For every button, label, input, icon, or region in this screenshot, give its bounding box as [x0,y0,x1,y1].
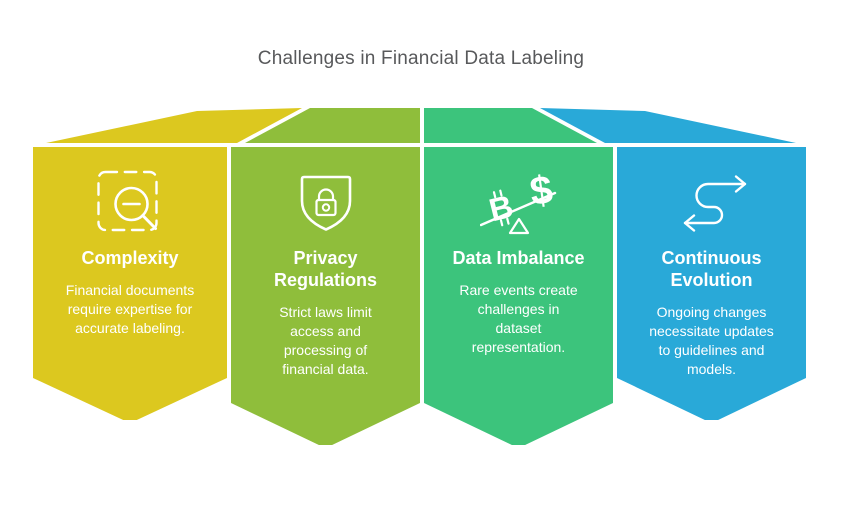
currency-seesaw-icon: B $ [479,167,558,239]
card-title-privacy-regulations: Privacy Regulations [273,248,377,290]
ribbon-fold-complexity [46,108,302,143]
card-complexity: Complexity Financial documents require e… [33,147,227,420]
card-description-privacy-regulations: Strict laws limit access and processing … [279,304,372,377]
card-data-imbalance: B $ Data Imbalance Rare events create ch… [424,147,613,445]
card-description-data-imbalance: Rare events create challenges in dataset… [459,282,578,355]
ribbon-fold-imbalance [424,108,597,143]
card-title-continuous-evolution: Continuous Evolution [661,248,762,290]
ribbon-fold-band [46,108,796,143]
card-privacy-regulations: Privacy Regulations Strict laws limit ac… [231,147,420,445]
page-title: Challenges in Financial Data Labeling [257,48,585,69]
card-title-complexity: Complexity [81,248,179,268]
card-title-data-imbalance: Data Imbalance [452,248,585,268]
ribbon-fold-evolution [540,108,796,143]
shield-lock-icon [295,167,357,239]
card-continuous-evolution: Continuous Evolution Ongoing changes nec… [617,147,806,420]
ribbon-fold-privacy [245,108,420,143]
dollar-symbol: $ [527,168,555,215]
card-description-complexity: Financial documents require expertise fo… [65,282,195,336]
magnifier-minus-dashed-box-icon [95,167,165,239]
card-description-continuous-evolution: Ongoing changes necessitate updates to g… [649,304,774,377]
s-curve-arrows-icon [675,167,749,239]
